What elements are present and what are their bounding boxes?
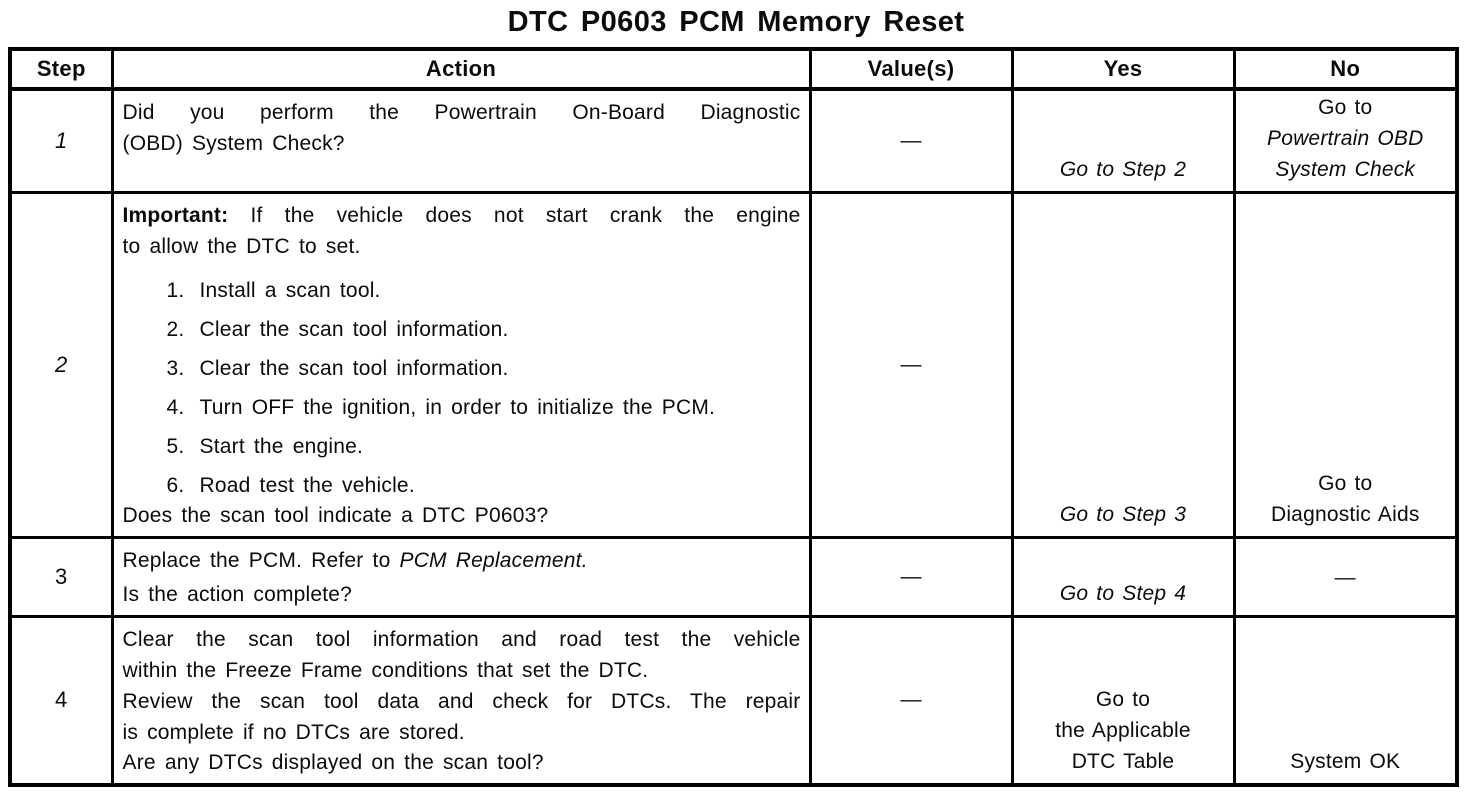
text-segment: If the vehicle does not start crank the … [228, 204, 801, 227]
list-text: Install a scan tool. [199, 279, 381, 302]
action-line: to allow the DTC to set. [123, 231, 801, 262]
action-paragraph: Important: If the vehicle does not start… [123, 200, 801, 262]
no-cell: Go to Powertrain OBD System Check [1232, 87, 1459, 194]
action-cell: Did you perform the Powertrain On-Board … [110, 87, 812, 194]
list-text: Clear the scan tool information. [199, 318, 509, 341]
action-question: Does the scan tool indicate a DTC P0603? [122, 504, 549, 527]
action-cell: Important: If the vehicle does not start… [110, 191, 812, 539]
header-row: Step Action Value(s) Yes No [8, 47, 1459, 91]
yes-cell: Go to Step 3 [1010, 191, 1236, 539]
no-cell: Go to Diagnostic Aids [1232, 191, 1459, 539]
result-line: DTC Table [1071, 749, 1175, 773]
action-cell: Replace the PCM. Refer to PCM Replacemen… [110, 536, 812, 618]
bold-text: Important: [122, 204, 229, 227]
list-text: Start the engine. [199, 435, 364, 458]
list-text: Clear the scan tool information. [199, 357, 509, 380]
text-segment: within the Freeze Frame conditions that … [122, 659, 649, 682]
italic-text: PCM Replacement. [399, 549, 588, 572]
list-text: Turn OFF the ignition, in order to initi… [199, 396, 716, 419]
list-item: 3. Clear the scan tool information. [167, 353, 801, 384]
text-segment: Review the scan tool data and check for … [122, 690, 801, 713]
table-header: Step Action Value(s) Yes No [8, 47, 1459, 91]
action-cell: Clear the scan tool information and road… [110, 615, 812, 786]
step-cell: 4 [8, 615, 114, 786]
column-header-action: Action [110, 47, 812, 91]
column-header-no: No [1232, 47, 1459, 91]
no-cell: — [1232, 536, 1459, 618]
list-text: Road test the vehicle. [199, 474, 415, 497]
list-number: 5. [166, 435, 185, 458]
page-title: DTC P0603 PCM Memory Reset [507, 6, 965, 38]
result-line: System OK [1290, 749, 1401, 773]
action-line: is complete if no DTCs are stored. [123, 717, 801, 748]
column-header-step: Step [8, 47, 114, 91]
action-question: Is the action complete? [122, 583, 353, 606]
action-paragraph: Replace the PCM. Refer to PCM Replacemen… [123, 545, 801, 576]
result-line: — [1334, 566, 1356, 589]
result-line: the Applicable [1055, 718, 1191, 742]
action-line: Replace the PCM. Refer to PCM Replacemen… [123, 545, 801, 576]
list-item: 2. Clear the scan tool information. [167, 314, 801, 345]
text-segment: (OBD) System Check? [122, 132, 345, 155]
text-segment: Replace the PCM. Refer to [122, 549, 400, 572]
step-cell: 2 [8, 191, 114, 539]
list-number: 2. [166, 318, 185, 341]
list-item: 4. Turn OFF the ignition, in order to ini… [167, 392, 801, 423]
table-row: 2 Important: If the vehicle does not star… [8, 191, 1459, 539]
result-line: Go to Step 4 [1059, 582, 1187, 605]
table-body: 1 Did you perform the Powertrain On-Board… [8, 87, 1459, 786]
action-line: Did you perform the Powertrain On-Board … [123, 97, 801, 128]
list-item: 6. Road test the vehicle. [167, 470, 801, 501]
action-line: Review the scan tool data and check for … [123, 686, 801, 717]
result-line: Go to [1318, 96, 1373, 119]
action-paragraph: Did you perform the Powertrain On-Board … [123, 97, 801, 159]
table-row: 3 Replace the PCM. Refer to PCM Replaceme… [8, 536, 1459, 618]
result-line: Go to [1318, 472, 1373, 495]
value-cell: — [808, 536, 1014, 618]
yes-cell: Go to Step 4 [1010, 536, 1236, 618]
column-header-values: Value(s) [808, 47, 1014, 91]
result-line: System Check [1275, 158, 1416, 181]
action-question: Are any DTCs displayed on the scan tool? [122, 750, 544, 774]
text-segment: to allow the DTC to set. [122, 235, 361, 258]
value-cell: — [808, 191, 1014, 539]
result-line: Go to [1095, 687, 1151, 711]
list-number: 4. [166, 396, 185, 419]
action-paragraph: Clear the scan tool information and road… [123, 624, 801, 748]
value-cell: — [808, 87, 1014, 194]
text-segment: Clear the scan tool information and road… [122, 628, 801, 651]
result-line: Go to Step 3 [1059, 503, 1187, 526]
action-line: (OBD) System Check? [123, 128, 801, 159]
result-line: Go to Step 2 [1059, 158, 1187, 181]
result-line: Powertrain OBD [1266, 127, 1424, 150]
list-item: 5. Start the engine. [167, 431, 801, 462]
yes-cell: Go to Step 2 [1010, 87, 1236, 194]
no-cell: System OK [1232, 615, 1459, 786]
action-line: within the Freeze Frame conditions that … [123, 655, 801, 686]
action-line: Clear the scan tool information and road… [123, 624, 801, 655]
text-segment: is complete if no DTCs are stored. [122, 721, 465, 744]
step-cell: 3 [8, 536, 114, 618]
action-line: Important: If the vehicle does not start… [123, 200, 801, 231]
step-cell: 1 [8, 87, 114, 194]
table-row: 4 Clear the scan tool information and roa… [8, 615, 1459, 786]
table-row: 1 Did you perform the Powertrain On-Board… [8, 87, 1459, 194]
list-number: 1. [166, 279, 185, 302]
action-list: 1. Install a scan tool. 2. Clear the scan t… [123, 275, 801, 501]
column-header-yes: Yes [1010, 47, 1236, 91]
list-number: 6. [166, 474, 185, 497]
value-cell: — [808, 615, 1014, 786]
list-number: 3. [166, 357, 185, 380]
result-line: Diagnostic Aids [1270, 503, 1420, 526]
diagnostic-table: Step Action Value(s) Yes No 1 Did you per… [8, 47, 1459, 787]
list-item: 1. Install a scan tool. [167, 275, 801, 306]
text-segment: Did you perform the Powertrain On-Board … [122, 101, 801, 124]
